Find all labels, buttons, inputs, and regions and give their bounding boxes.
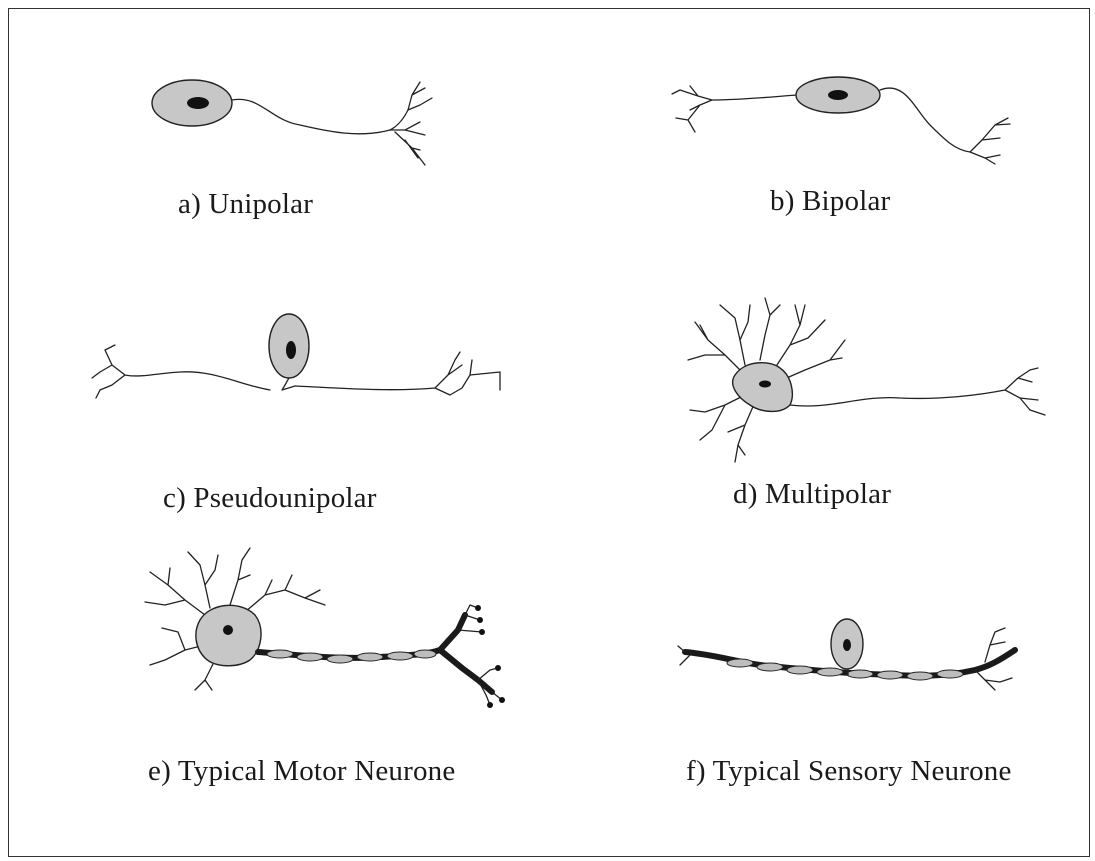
pseudounipolar-nucleus — [286, 341, 296, 359]
sensory-neuron-drawing — [678, 619, 1015, 690]
unipolar-neuron-drawing — [152, 80, 432, 165]
caption-multipolar: d) Multipolar — [733, 478, 891, 511]
motor-nucleus — [223, 625, 233, 635]
bipolar-neuron-drawing — [672, 77, 1010, 164]
multipolar-nucleus — [759, 381, 771, 388]
caption-sensory-neurone: f) Typical Sensory Neurone — [686, 755, 1012, 788]
caption-bipolar: b) Bipolar — [770, 185, 890, 218]
pseudounipolar-neuron-drawing — [92, 314, 500, 398]
bipolar-nucleus — [828, 90, 848, 100]
unipolar-nucleus — [187, 97, 209, 109]
caption-pseudounipolar: c) Pseudounipolar — [163, 482, 377, 515]
caption-unipolar: a) Unipolar — [178, 188, 313, 221]
caption-motor-neurone: e) Typical Motor Neurone — [148, 755, 455, 788]
multipolar-neuron-drawing — [688, 298, 1045, 462]
motor-neuron-drawing — [145, 548, 505, 708]
sensory-nucleus — [843, 639, 851, 651]
motor-cell-body — [196, 605, 261, 665]
